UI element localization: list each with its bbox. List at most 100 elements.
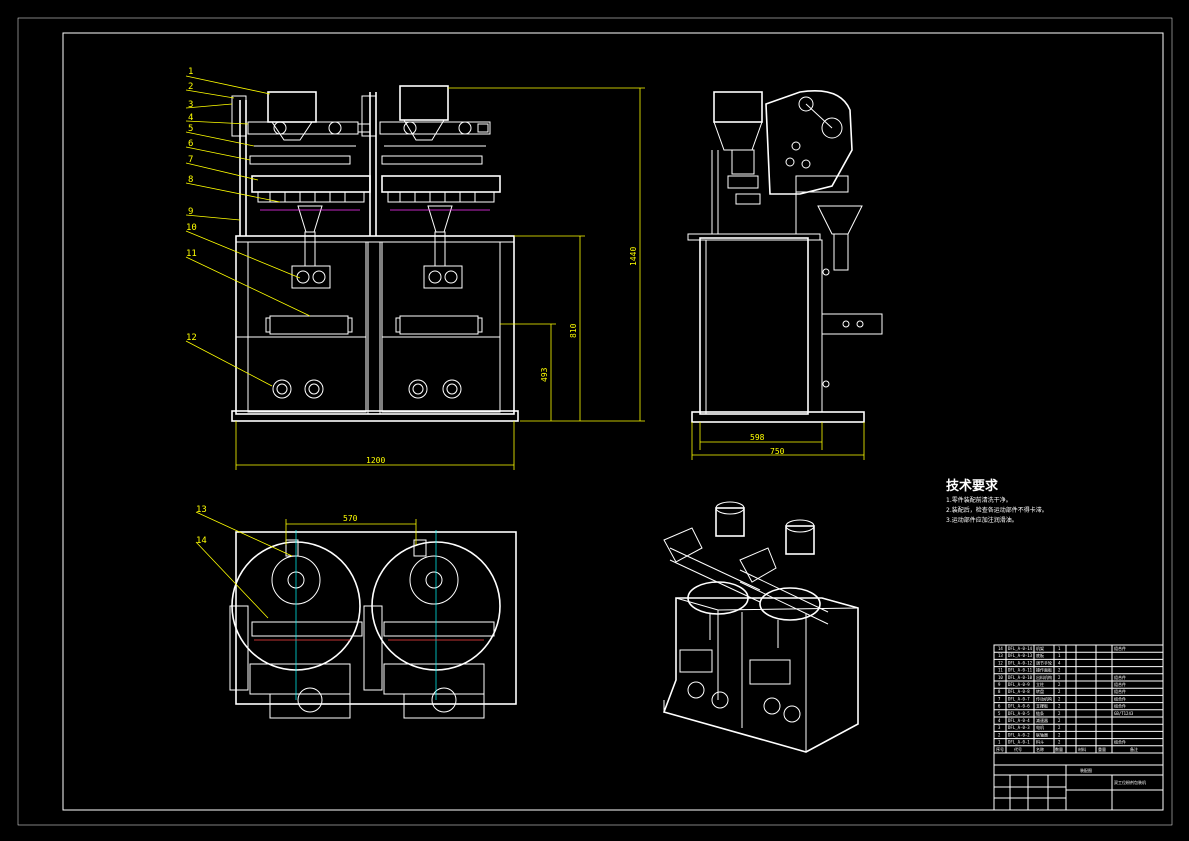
bom-row-qty: 2 xyxy=(1058,689,1061,694)
bom-row-code: DFL_A-0-1 xyxy=(1008,740,1030,745)
bom-header-code: 代号 xyxy=(1014,746,1022,752)
bom-row-no: 4 xyxy=(998,718,1001,723)
bom-row-qty: 2 xyxy=(1058,740,1061,745)
bom-row-no: 2 xyxy=(998,732,1001,737)
label-6: 6 xyxy=(188,139,193,149)
front-view xyxy=(231,85,519,422)
bom-row-qty: 1 xyxy=(1058,646,1061,651)
side-view: 598 750 xyxy=(687,90,883,460)
bom-row-name: 电机 xyxy=(1036,724,1044,730)
bom-header-no: 序号 xyxy=(996,746,1004,752)
bom-row-code: DFL_A-0-4 xyxy=(1008,718,1030,723)
bom-row-code: DFL_A-0-10 xyxy=(1008,675,1033,680)
bom-header-note: 备注 xyxy=(1130,746,1138,752)
bom-row-name: 机架 xyxy=(1036,645,1044,651)
bom-header-name: 名称 xyxy=(1036,746,1044,752)
isometric-view xyxy=(662,501,859,753)
bom-row-qty: 1 xyxy=(1058,653,1061,658)
tech-title: 技术要求 xyxy=(946,478,999,494)
bom-row-no: 12 xyxy=(998,660,1003,665)
label-11: 11 xyxy=(186,249,197,259)
top-view: 570 13 14 xyxy=(195,505,517,719)
label-2: 2 xyxy=(188,82,193,92)
bom-row-name: 减速器 xyxy=(1036,717,1048,723)
tech-line-1: 1.零件装配前清洗干净。 xyxy=(946,496,1012,504)
label-3: 3 xyxy=(188,100,193,110)
bom-row-no: 6 xyxy=(998,704,1001,709)
bom-row-no: 7 xyxy=(998,696,1001,701)
bom-row-name: 出料机构 xyxy=(1036,674,1052,680)
bom-row-name: 立柱 xyxy=(1036,681,1044,687)
bom-header-material: 材料 xyxy=(1078,746,1086,752)
bom-row-code: DFL_A-0-2 xyxy=(1008,732,1030,737)
label-10: 10 xyxy=(186,223,197,233)
bom-row-no: 14 xyxy=(998,646,1003,651)
bom-row-name: 转盘 xyxy=(1036,688,1044,694)
bom-row-qty: 2 xyxy=(1058,704,1061,709)
bom-row-no: 5 xyxy=(998,711,1001,716)
bom-row-note: 组合件 xyxy=(1114,645,1126,651)
bom-row-name: 调节手轮 xyxy=(1036,659,1052,665)
label-4: 4 xyxy=(188,113,193,123)
bom-row-no: 9 xyxy=(998,682,1001,687)
bom-row-name: 操作面板 xyxy=(1036,667,1052,673)
bom-row-name: 底板 xyxy=(1036,652,1044,658)
bom-row-name: 链条 xyxy=(1036,710,1044,716)
part-labels: 1 2 3 4 5 6 7 8 9 10 11 12 xyxy=(185,67,311,387)
bom-row-code: DFL_A-0-8 xyxy=(1008,689,1030,694)
label-13: 13 xyxy=(196,505,207,515)
label-5: 5 xyxy=(188,124,193,134)
bom-row-note: 组合件 xyxy=(1114,674,1126,680)
bom-row-name: 支撑板 xyxy=(1036,703,1048,709)
bom-row-qty: 2 xyxy=(1058,711,1061,716)
dim-570: 570 xyxy=(343,514,358,523)
bom-row-no: 10 xyxy=(998,675,1003,680)
bom-row-qty: 2 xyxy=(1058,675,1061,680)
dim-1200: 1200 xyxy=(366,456,385,465)
label-8: 8 xyxy=(188,175,193,185)
bom-row-code: DFL_A-0-7 xyxy=(1008,696,1030,701)
tech-line-2: 2.装配后，检查各运动部件不得卡滞。 xyxy=(946,506,1048,514)
bom-row-code: DFL_A-0-14 xyxy=(1008,646,1033,651)
front-dimensions: 1200 1440 810 493 xyxy=(235,87,645,470)
bom-row-note: 组合件 xyxy=(1114,681,1126,687)
technical-requirements: 技术要求 1.零件装配前清洗干净。 2.装配后，检查各运动部件不得卡滞。 3.运… xyxy=(946,478,1048,524)
bom-row-note: 组合件 xyxy=(1114,703,1126,709)
label-12: 12 xyxy=(186,333,197,343)
dim-493: 493 xyxy=(540,367,549,382)
inner-frame xyxy=(62,32,1164,811)
bom-row-note: 组合件 xyxy=(1114,688,1126,694)
tech-line-3: 3.运动部件应加注润滑油。 xyxy=(946,516,1018,524)
bom-header-weight: 重量 xyxy=(1098,746,1106,752)
bom-row-qty: 2 xyxy=(1058,718,1061,723)
bom-row-qty: 2 xyxy=(1058,682,1061,687)
bom-row-no: 13 xyxy=(998,653,1003,658)
bom-row-qty: 4 xyxy=(1058,660,1061,665)
drawing-title: 双工位粉剂包装机 xyxy=(1114,779,1146,785)
label-1: 1 xyxy=(188,67,193,77)
bom-row-no: 1 xyxy=(998,740,1001,745)
dim-598: 598 xyxy=(750,433,765,442)
bom-row-qty: 2 xyxy=(1058,668,1061,673)
bom-row-name: 联轴器 xyxy=(1036,731,1048,737)
bom-row-code: DFL_A-0-5 xyxy=(1008,711,1030,716)
bom-row-code: DFL_A-0-9 xyxy=(1008,682,1030,687)
dim-810: 810 xyxy=(569,323,578,338)
bom-row-code: DFL_A-0-13 xyxy=(1008,653,1033,658)
bom-row-qty: 2 xyxy=(1058,696,1061,701)
bom-row-note: 组合件 xyxy=(1114,739,1126,745)
outer-frame xyxy=(17,17,1173,826)
bom-row-no: 3 xyxy=(998,725,1001,730)
bom-row-qty: 2 xyxy=(1058,732,1061,737)
bom-row-name: 传动机构 xyxy=(1036,695,1052,701)
bom-row-code: DFL_A-0-12 xyxy=(1008,660,1033,665)
bom-row-note: GB/T1243 xyxy=(1114,711,1134,716)
bom-row-name: 料斗 xyxy=(1036,739,1044,745)
label-14: 14 xyxy=(196,536,207,546)
label-9: 9 xyxy=(188,207,193,217)
bom-row-no: 11 xyxy=(998,668,1003,673)
assembly-name: 装配图 xyxy=(1080,767,1092,773)
